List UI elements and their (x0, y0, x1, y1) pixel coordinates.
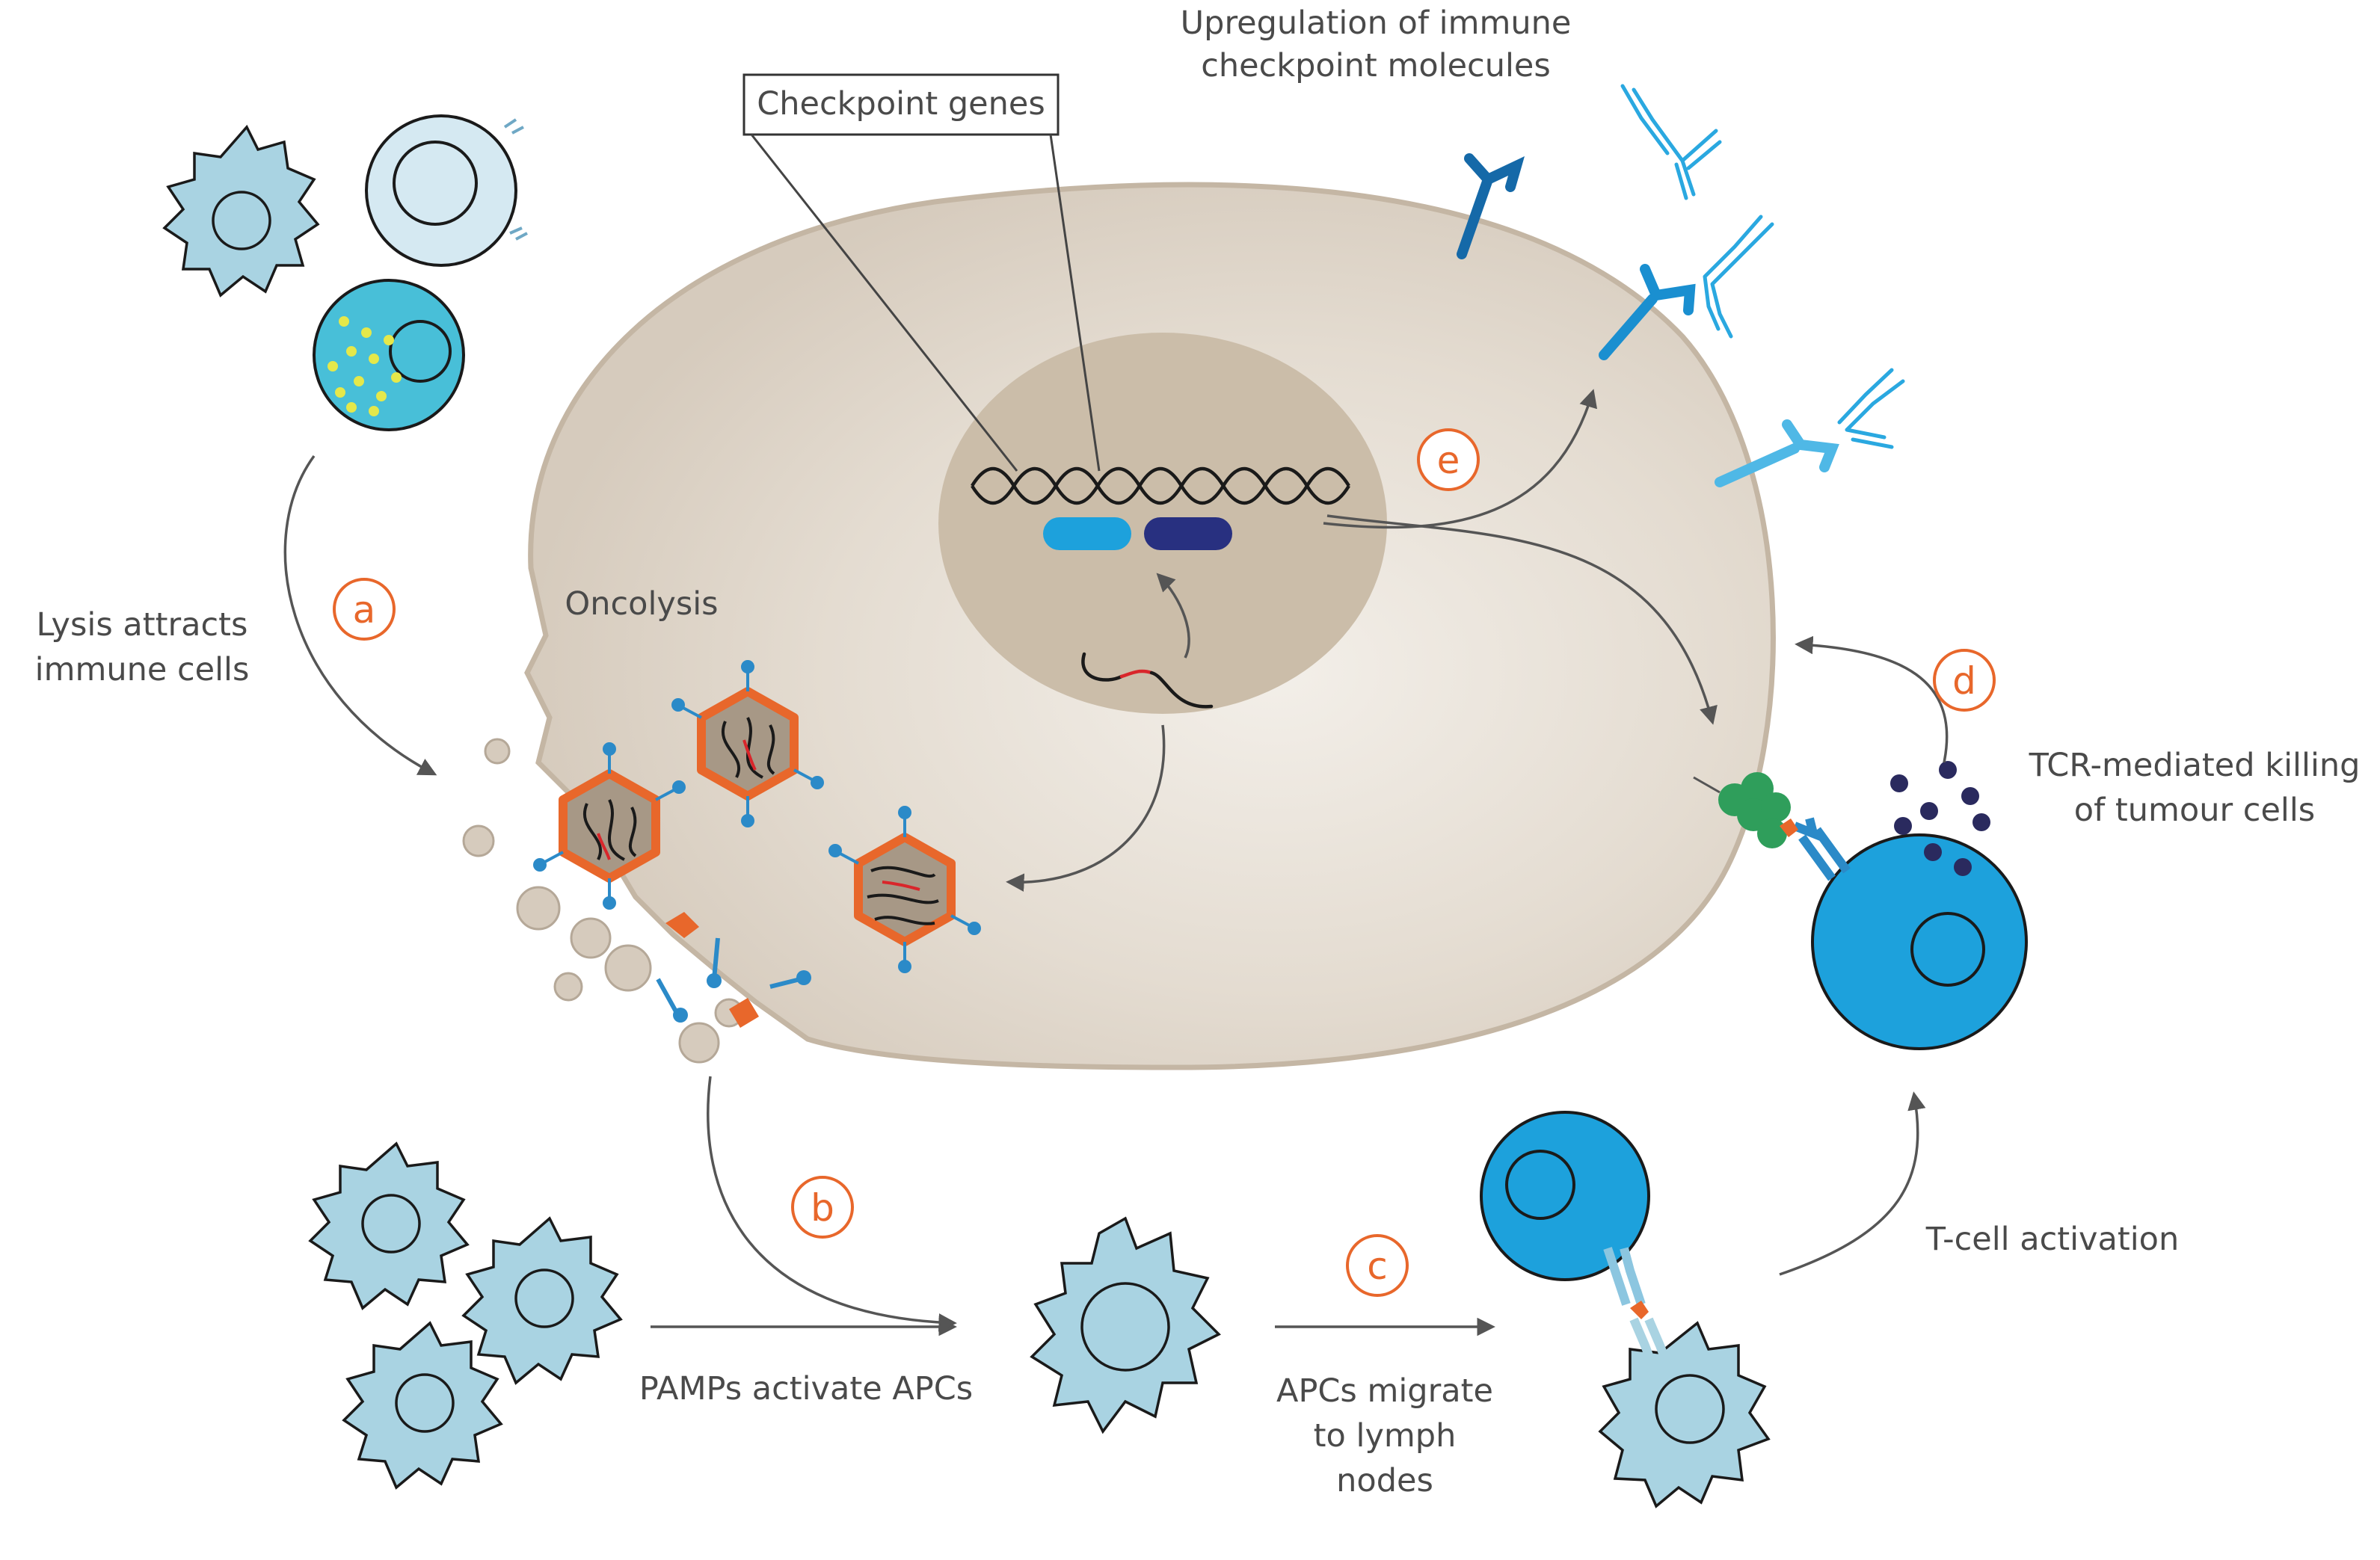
tcr-label-line2: of tumour cells (2074, 792, 2315, 829)
apc-group-resting (308, 1141, 623, 1490)
arrow-lysis-attracts (283, 454, 437, 776)
virus-particle-2 (697, 687, 799, 801)
upregulation-label-line1: Upregulation of immune (1181, 4, 1572, 42)
lysis-label-line1: Lysis attracts (37, 606, 248, 644)
apc-migrate-label-line3: nodes (1336, 1462, 1433, 1499)
arrow-oncolysis-to-apc (707, 1076, 957, 1332)
tcr-mhc-synapse-lymph (1603, 1247, 1676, 1378)
released-antigens (656, 912, 811, 1028)
pamps-label: PAMPs activate APCs (639, 1370, 973, 1408)
virus-particle-3 (854, 833, 956, 946)
tcr-receptor (1780, 817, 1851, 881)
arrow-rna-to-virus (1006, 724, 1166, 892)
antibody-bound-lower (1837, 368, 1905, 449)
immune-cell-pale (365, 114, 528, 267)
apc-migrate-label-line2: to lymph (1314, 1417, 1457, 1455)
checkpoint-receptor-light (1715, 419, 1839, 487)
cytotoxic-granules (1890, 761, 1990, 876)
step-a-letter: a (353, 588, 376, 632)
antibody-bound-upper (1703, 215, 1774, 339)
dna-helix (971, 466, 1350, 505)
cell-debris (462, 738, 744, 1064)
apc-migrate-label-line1: APCs migrate (1276, 1372, 1493, 1410)
step-c-letter: c (1367, 1245, 1388, 1288)
tcell-activation-label: T-cell activation (1925, 1221, 2179, 1258)
step-c-circle (1346, 1234, 1409, 1297)
virus-particle-1 (559, 769, 660, 883)
step-d-letter: d (1952, 659, 1976, 703)
upregulation-label-line2: checkpoint molecules (1201, 47, 1551, 84)
checkpoint-receptor-dark (1457, 153, 1525, 259)
oncolysis-label: Oncolysis (565, 585, 718, 623)
apc-lymph-node (1598, 1321, 1771, 1508)
cytotoxic-t-cell (1811, 833, 2028, 1050)
step-e-letter: e (1437, 439, 1460, 482)
antibody-free (1620, 84, 1722, 200)
checkpoint-genes-callout (742, 73, 1101, 472)
arrow-rna-to-nucleus (1156, 573, 1190, 659)
step-a-circle (333, 578, 396, 641)
dendritic-cell-top-left (162, 124, 320, 297)
apc-activated (1030, 1216, 1221, 1434)
step-e-circle (1417, 428, 1480, 491)
arrow-tcr-killing (1795, 635, 1949, 763)
checkpoint-gene-dark (1144, 517, 1232, 550)
checkpoint-receptor-mid (1599, 264, 1696, 360)
viral-rna-strand (1081, 652, 1214, 709)
arrow-tcell-activation (1779, 1091, 1926, 1276)
step-b-circle (791, 1176, 854, 1239)
granulocyte-cell (313, 279, 465, 431)
tcr-label-line1: TCR-mediated killing (2029, 747, 2361, 784)
arrow-nucleus-to-tcell-synapse (1326, 514, 1718, 725)
lysis-label-line2: immune cells (35, 651, 250, 688)
checkpoint-genes-label: Checkpoint genes (757, 85, 1045, 123)
arrow-nucleus-to-surface (1323, 389, 1598, 529)
virus-spikes (533, 660, 981, 973)
checkpoint-gene-light (1043, 517, 1131, 550)
naive-t-cell (1480, 1111, 1650, 1281)
step-b-letter: b (811, 1186, 834, 1230)
step-d-circle (1933, 649, 1996, 712)
